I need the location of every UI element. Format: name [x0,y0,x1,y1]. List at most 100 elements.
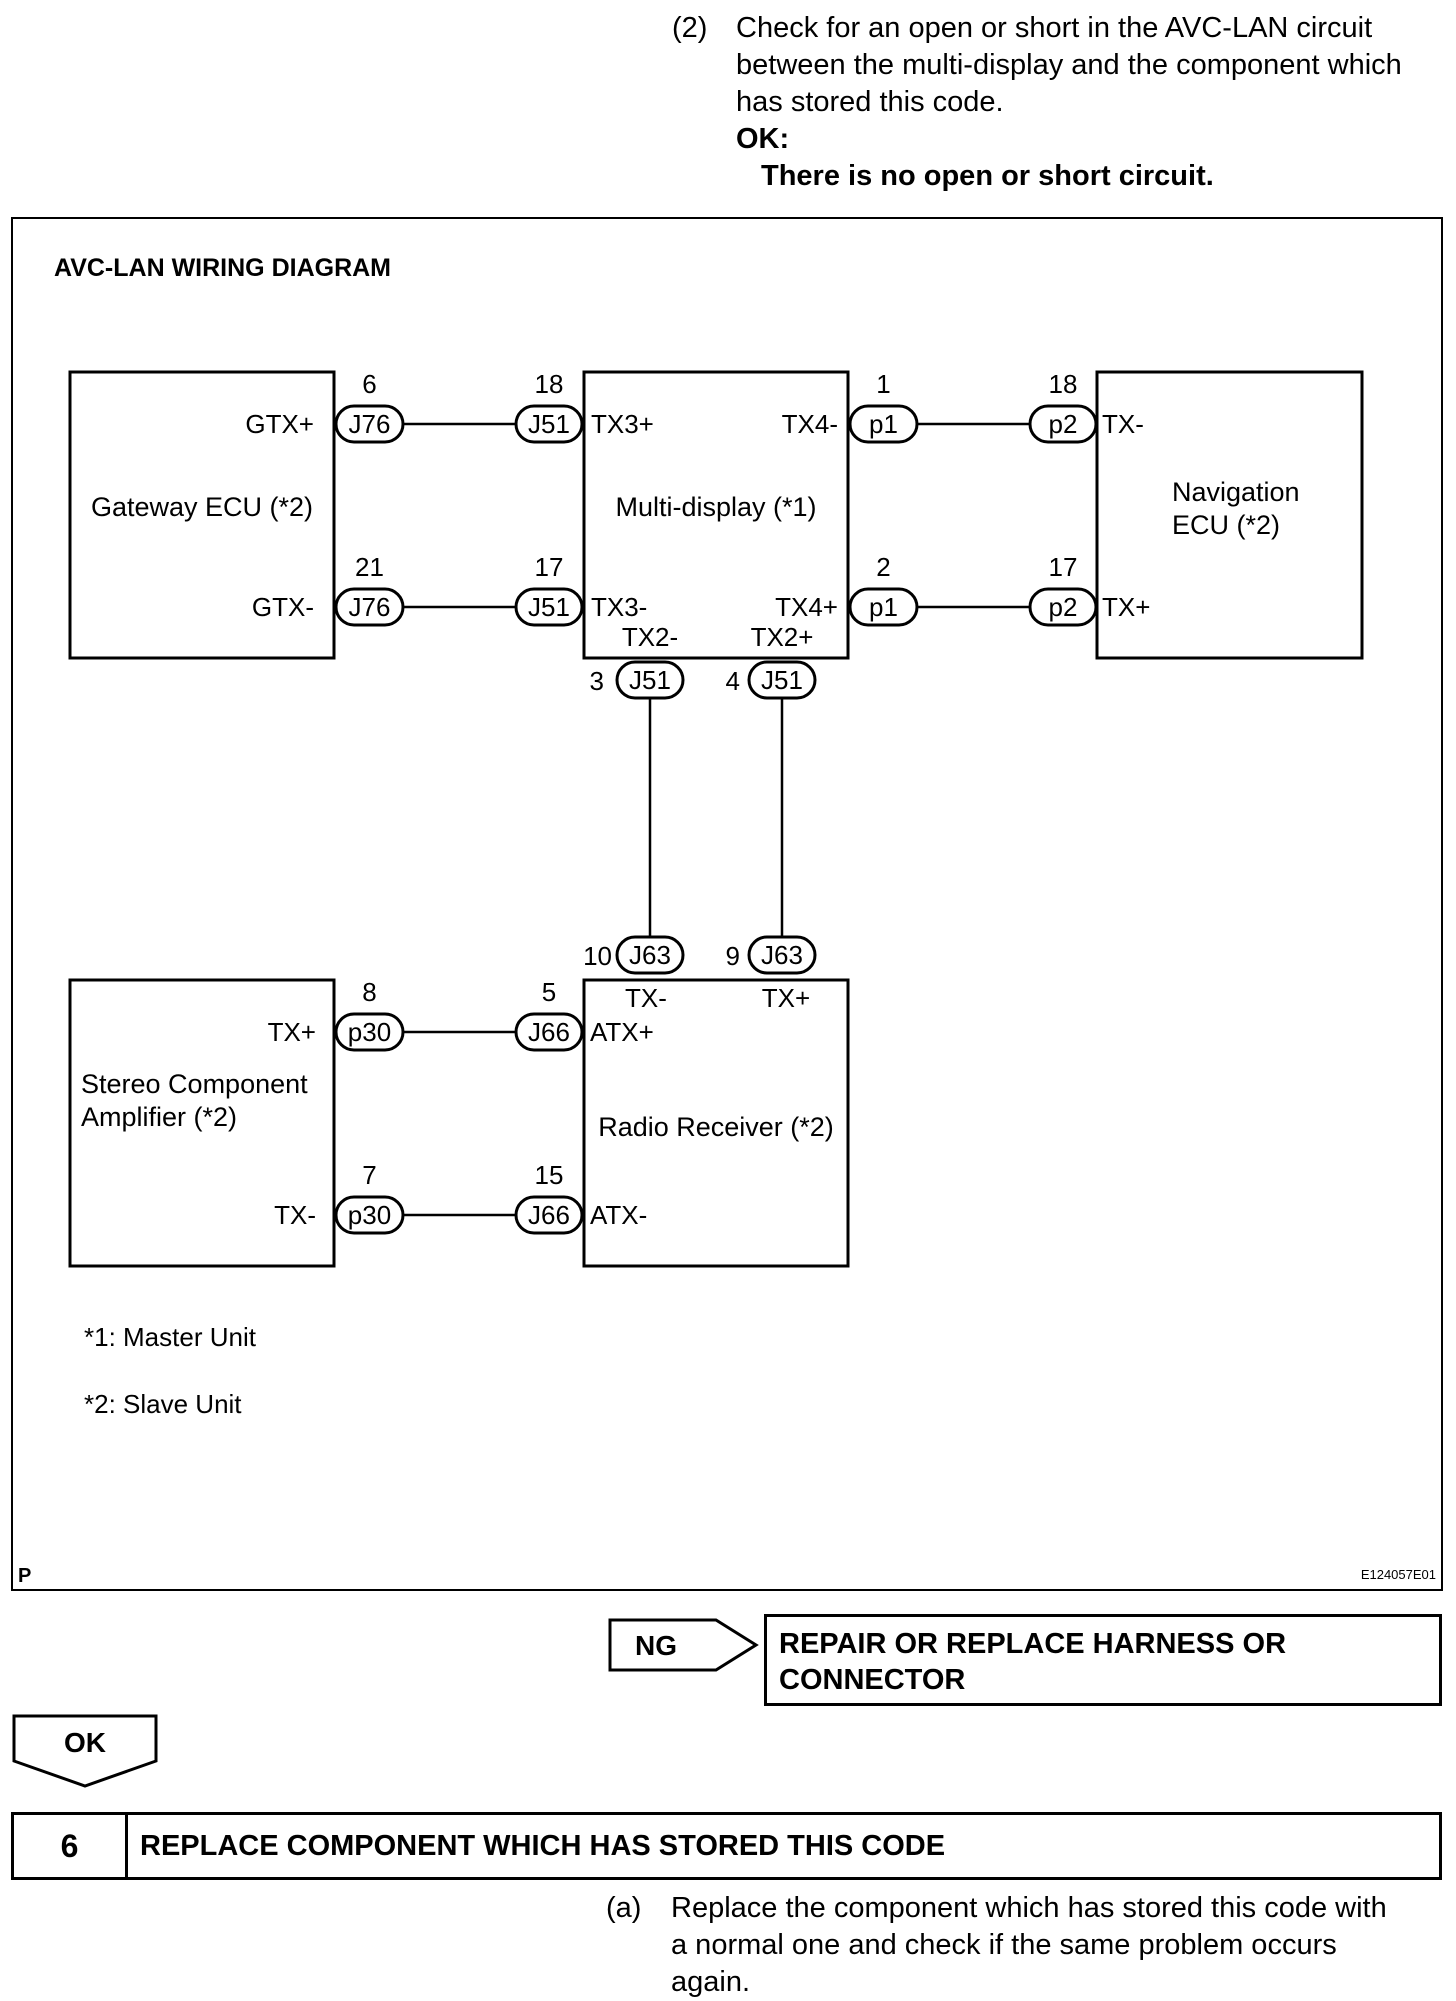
connector-label-p1-bottom: p1 [869,592,898,622]
connector-label-j63-tx-plus: J63 [761,940,803,970]
stereo-amplifier-label-line2: Amplifier (*2) [81,1102,237,1132]
signal-tx3-minus: TX3- [591,592,647,622]
stereo-amplifier-box [68,978,336,1268]
ng-arrow [608,1618,759,1672]
connector-j51-top [514,404,584,444]
stereo-amplifier-label-line1: Stereo Component [81,1069,308,1099]
connector-label-j51-bottom: J51 [528,592,570,622]
radio-receiver-box [582,978,850,1268]
connector-p1-bottom [848,587,919,627]
pin-number: 17 [1049,552,1078,582]
signal-tx4-plus: TX4+ [775,592,838,622]
navigation-ecu-label-line1: Navigation [1172,477,1300,507]
step-number: (2) [672,12,708,44]
signal-radio-atx-minus: ATX- [590,1200,647,1230]
ng-label: NG [635,1630,677,1661]
multi-display-label: Multi-display (*1) [615,492,816,522]
ok-flow-label: OK [64,1727,106,1758]
wiring-diagram-frame [11,217,1443,1591]
signal-gtx-plus: GTX+ [245,409,314,439]
connector-p30-bottom [334,1195,405,1235]
connector-label-j51-tx2-minus: J51 [629,665,671,695]
replace-step-number: (a) [606,1892,642,1924]
connector-j51-bottom [514,587,584,627]
connector-p2-top [1028,404,1098,444]
diagram-corner-letter: P [18,1565,31,1587]
navigation-ecu-box [1095,370,1364,660]
signal-radio-tx-minus: TX- [625,983,667,1013]
pin-number: 15 [535,1160,564,1190]
connector-label-p1-top: p1 [869,409,898,439]
pin-number: 6 [362,369,376,399]
connector-p2-bottom [1028,587,1098,627]
gateway-ecu-label: Gateway ECU (*2) [91,492,313,522]
connector-label-p30-top: p30 [348,1017,391,1047]
connector-p1-top [848,404,919,444]
radio-receiver-label: Radio Receiver (*2) [598,1112,834,1142]
connector-j51-tx2-minus [615,660,685,700]
pin-number: 3 [590,666,604,696]
ok-label: OK: [736,123,790,155]
connector-j51-tx2-plus [747,660,817,700]
connector-label-p2-top: p2 [1049,409,1078,439]
ok-arrow [12,1714,158,1788]
step-6-title: REPLACE COMPONENT WHICH HAS STORED THIS … [140,1830,946,1862]
ng-result-line: REPAIR OR REPLACE HARNESS OR [779,1628,1287,1660]
signal-nav-tx-plus: TX+ [1102,592,1150,622]
pin-number: 8 [362,977,376,1007]
diagram-title: AVC-LAN WIRING DIAGRAM [54,254,391,282]
replace-step-line: a normal one and check if the same probl… [671,1929,1337,1961]
connector-j63-tx-plus [747,935,817,975]
signal-tx2-minus: TX2- [622,622,678,652]
signal-stereo-tx-minus: TX- [274,1200,316,1230]
replace-step-line: again. [671,1966,751,1998]
step-check-text: Check for an open or short in the AVC-LA… [736,10,1436,195]
pin-number: 18 [1049,369,1078,399]
step-check-line: has stored this code. [736,86,1004,118]
connector-label-j76-bottom: J76 [349,592,391,622]
pin-number: 4 [726,666,740,696]
pin-number: 9 [726,941,740,971]
multi-display-box [582,370,850,660]
pin-number: 10 [583,941,612,971]
connector-label-j66-top: J66 [528,1017,570,1047]
step-check-line: Check for an open or short in the AVC-LA… [736,12,1373,44]
navigation-ecu-label-line2: ECU (*2) [1172,510,1280,540]
connector-label-j76-top: J76 [349,409,391,439]
connector-label-j66-bottom: J66 [528,1200,570,1230]
pin-number: 5 [542,977,556,1007]
connector-label-j51-top: J51 [528,409,570,439]
signal-radio-atx-plus: ATX+ [590,1017,654,1047]
ng-result-line: CONNECTOR [779,1664,966,1696]
connector-label-p2-bottom: p2 [1049,592,1078,622]
connector-j66-bottom [514,1195,584,1235]
step-check-line: between the multi-display and the compon… [736,49,1402,81]
signal-stereo-tx-plus: TX+ [268,1017,316,1047]
gateway-ecu-box [68,370,336,660]
ng-result-box: REPAIR OR REPLACE HARNESS OR CONNECTOR [764,1614,1442,1706]
step-6-header: 6 REPLACE COMPONENT WHICH HAS STORED THI… [11,1812,1442,1880]
connector-label-p30-bottom: p30 [348,1200,391,1230]
pin-number: 21 [355,552,384,582]
signal-tx4-minus: TX4- [782,409,838,439]
signal-gtx-minus: GTX- [252,592,314,622]
pin-number: 7 [362,1160,376,1190]
replace-step-line: Replace the component which has stored t… [671,1892,1387,1924]
connector-j63-tx-minus [615,935,685,975]
connector-label-j51-tx2-plus: J51 [761,665,803,695]
connector-j76-bottom [334,587,405,627]
ok-text: There is no open or short circuit. [761,160,1214,192]
replace-step-text: Replace the component which has stored t… [671,1890,1441,2001]
note-slave-unit: *2: Slave Unit [84,1389,242,1419]
connector-label-j63-tx-minus: J63 [629,940,671,970]
signal-tx2-plus: TX2+ [751,622,814,652]
signal-radio-tx-plus: TX+ [762,983,810,1013]
pin-number: 18 [535,369,564,399]
pin-number: 17 [535,552,564,582]
signal-nav-tx-minus: TX- [1102,409,1144,439]
step-6-number: 6 [14,1815,128,1877]
pin-number: 2 [876,552,890,582]
pin-number: 1 [876,369,890,399]
figure-id: E124057E01 [1361,1567,1436,1582]
